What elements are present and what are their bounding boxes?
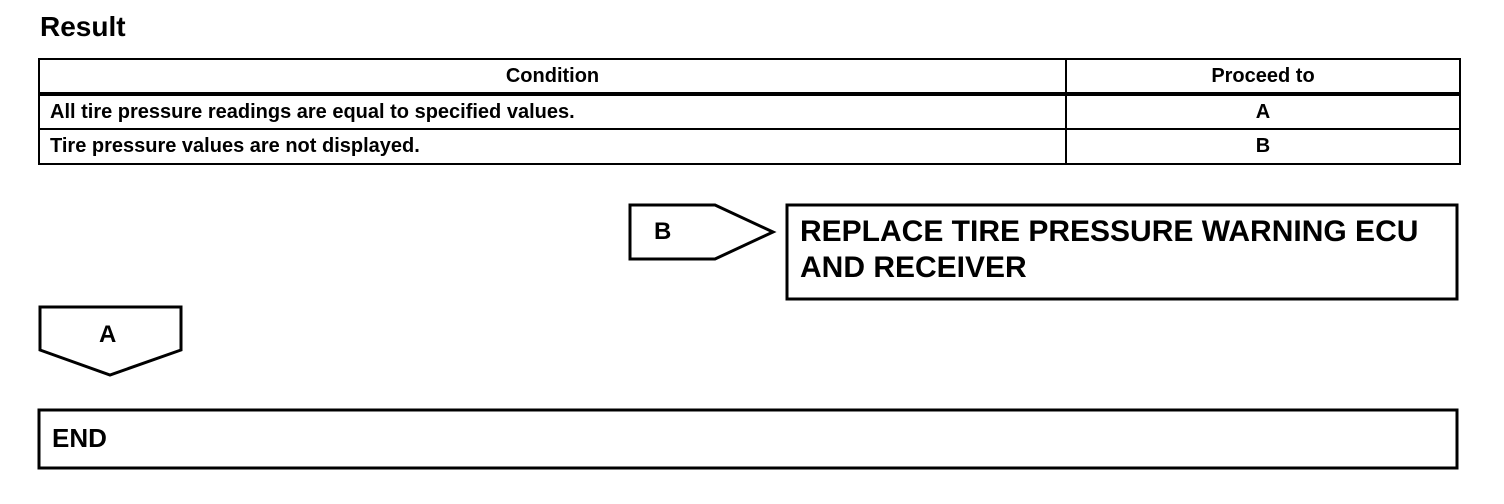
branch-a-arrow <box>38 305 183 377</box>
result-table: Condition Proceed to All tire pressure r… <box>38 58 1461 165</box>
end-box <box>37 408 1459 470</box>
branch-b-action-line2: AND RECEIVER <box>800 251 1027 284</box>
branch-a-label: A <box>99 321 117 348</box>
branch-b-action-box <box>785 203 1459 301</box>
branch-b-action-line1: REPLACE TIRE PRESSURE WARNING ECU <box>800 215 1419 248</box>
end-label: END <box>52 423 107 453</box>
table-row: Tire pressure values are not displayed. … <box>38 128 1461 165</box>
header-condition: Condition <box>38 58 1067 96</box>
branch-b-arrow <box>628 203 777 261</box>
branch-b-label: B <box>654 218 672 245</box>
table-header-row: Condition Proceed to <box>38 58 1461 96</box>
row-condition: Tire pressure values are not displayed. <box>38 128 1067 165</box>
header-proceed-to: Proceed to <box>1065 58 1461 96</box>
result-heading: Result <box>40 11 126 42</box>
row-condition: All tire pressure readings are equal to … <box>38 93 1067 130</box>
row-proceed-to: B <box>1065 128 1461 165</box>
row-proceed-to: A <box>1065 93 1461 130</box>
table-row: All tire pressure readings are equal to … <box>38 93 1461 130</box>
